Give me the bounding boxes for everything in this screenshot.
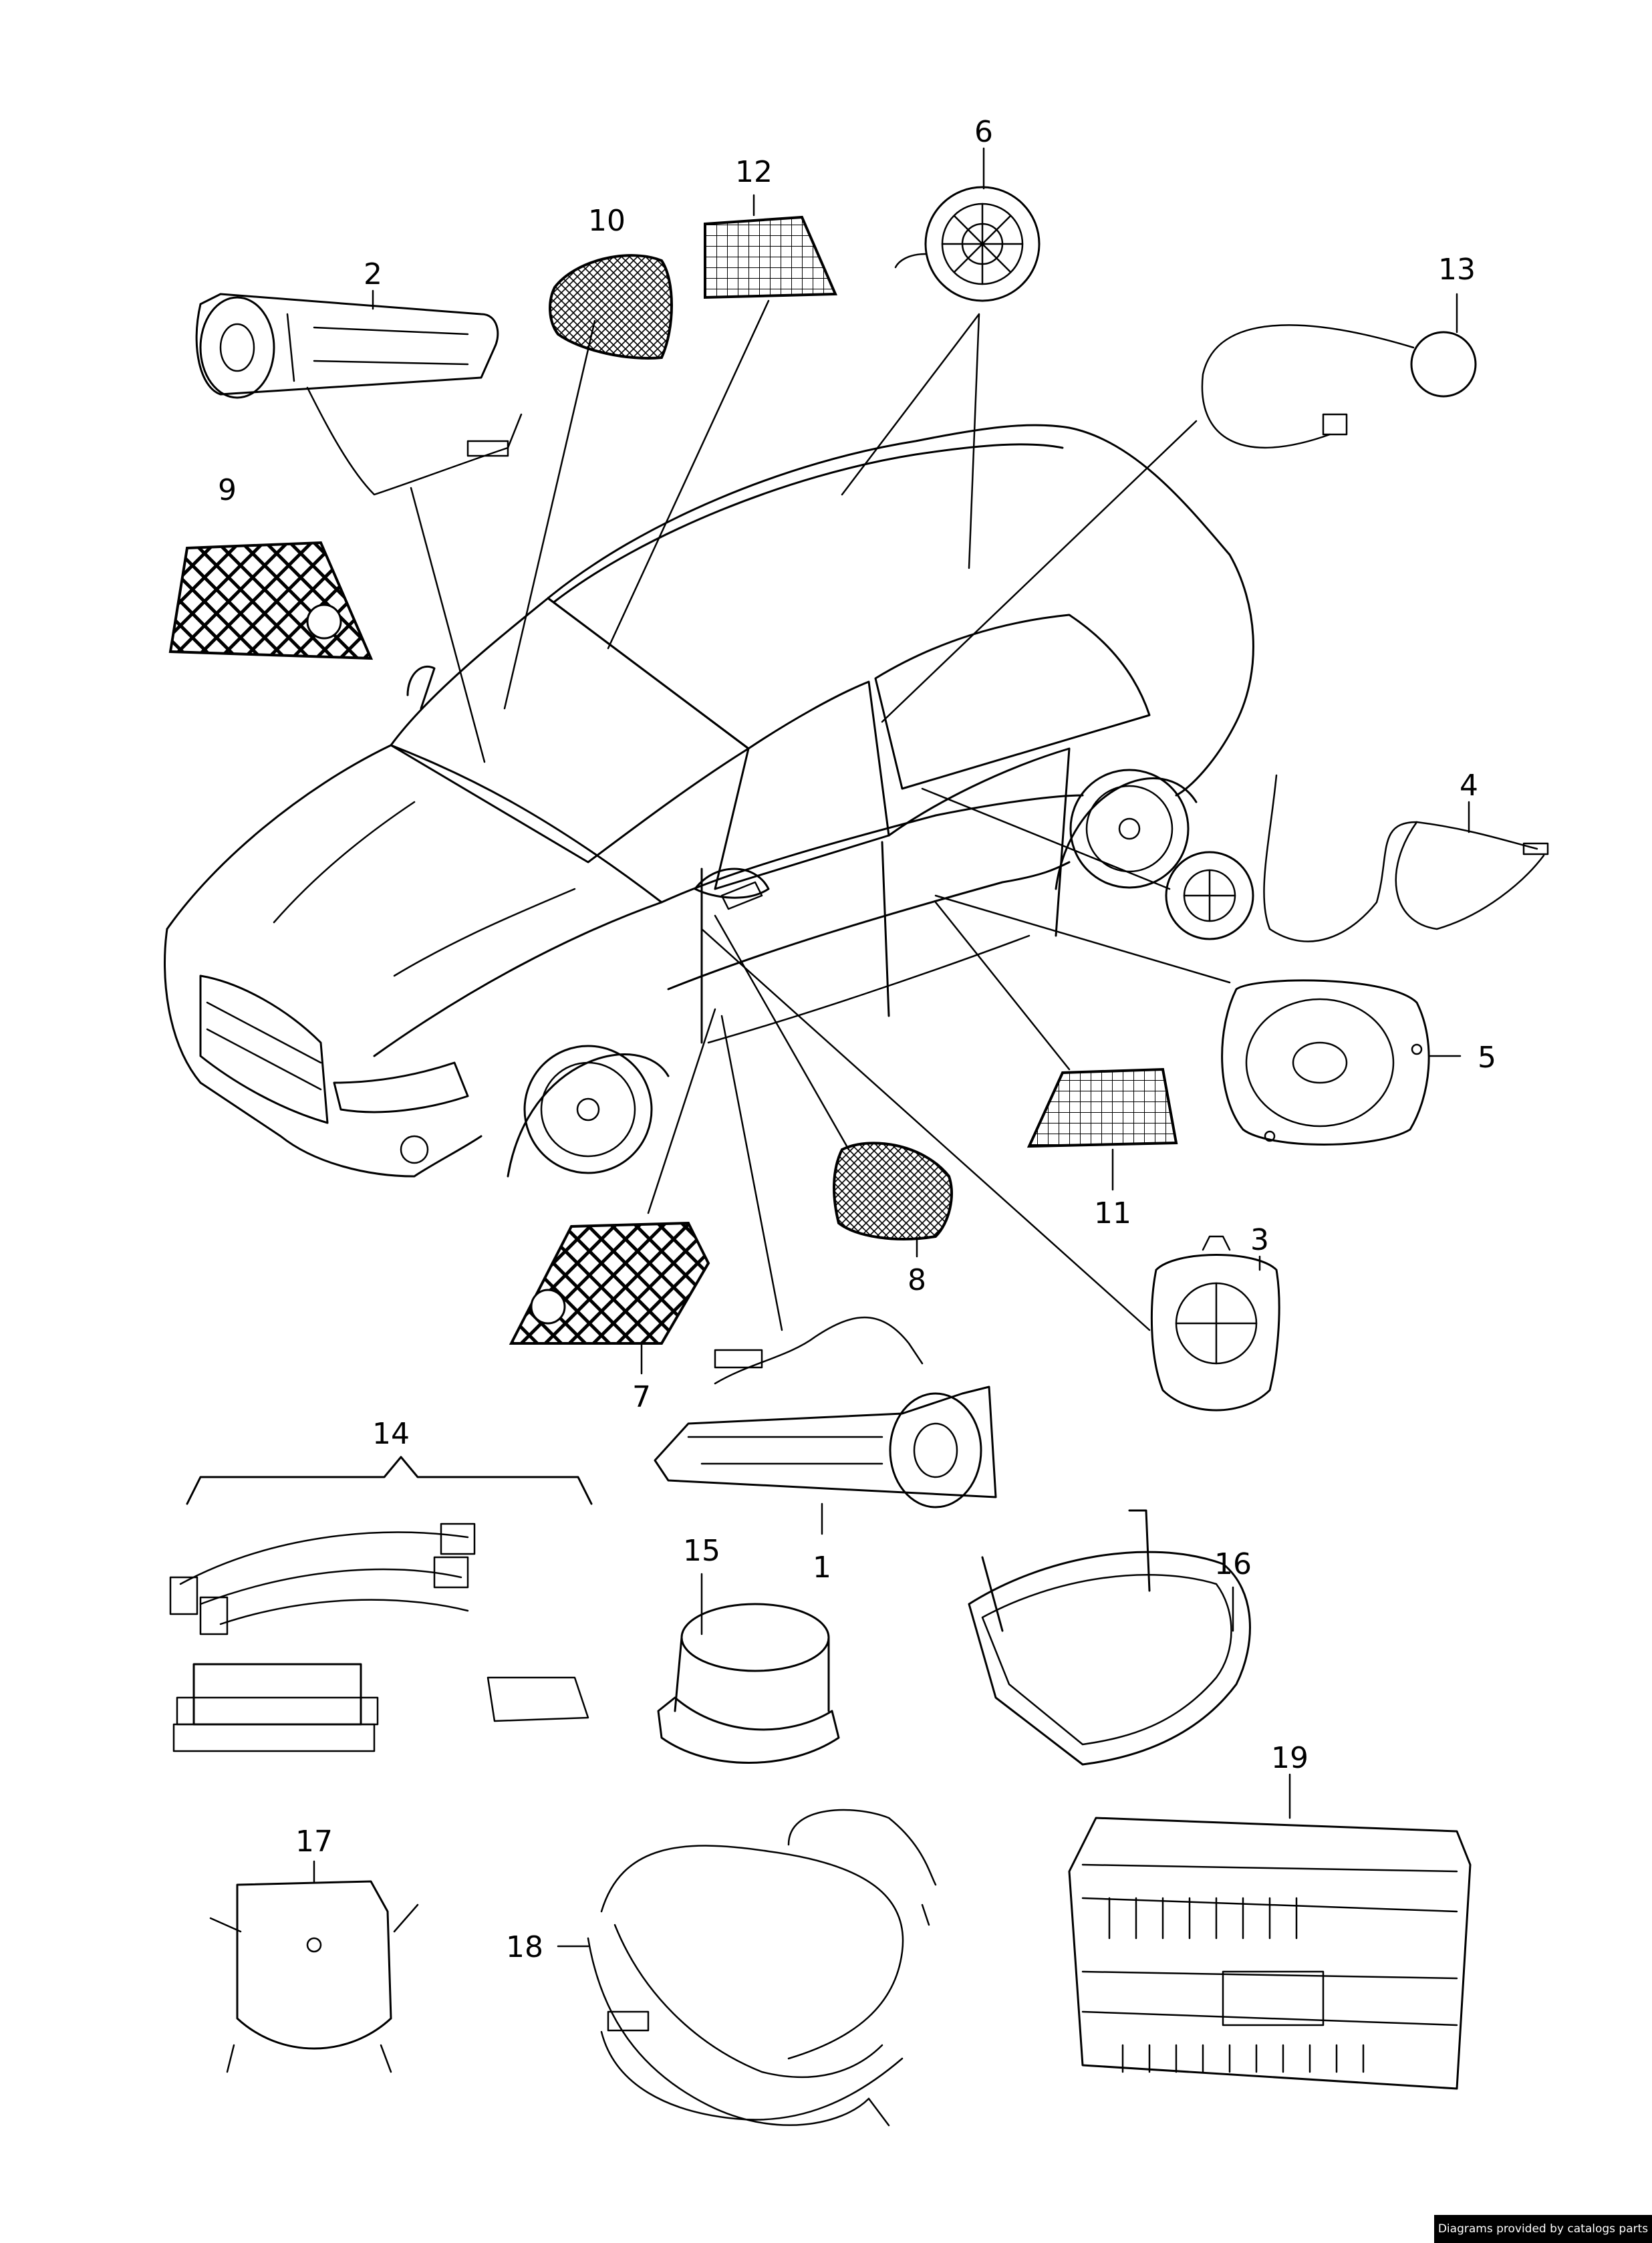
callout-7: 7 (632, 1380, 651, 1414)
callout-12: 12 (735, 155, 773, 189)
part-12-grille (704, 215, 838, 299)
callout-6: 6 (974, 115, 993, 149)
part-14-wiring-kit (169, 1456, 593, 1752)
callout-5: 5 (1478, 1041, 1496, 1075)
part-15-speaker-ring (657, 1603, 840, 1764)
part-7-speaker-grille (509, 1221, 710, 1345)
part-8-tweeter-grille (833, 1142, 953, 1240)
callout-9: 9 (218, 473, 237, 507)
callout-2: 2 (364, 257, 382, 291)
callout-10: 10 (588, 204, 626, 238)
callout-19: 19 (1271, 1741, 1309, 1775)
part-9-speaker-grille (168, 541, 374, 660)
callout-13: 13 (1438, 253, 1476, 287)
part-4-tweeter-cable (1263, 774, 1549, 942)
leader-lines (313, 147, 1470, 1948)
part-5-woofer (1221, 979, 1430, 1146)
callout-16: 16 (1214, 1547, 1252, 1581)
part-tweeter-small (1165, 851, 1254, 940)
credit-footer: Diagrams provided by catalogs parts (1434, 2215, 1652, 2243)
part-1-door-speaker-housing (654, 1317, 997, 1508)
callout-15: 15 (683, 1534, 720, 1568)
part-16-bracket (968, 1509, 1251, 1766)
part-17-cap (209, 1880, 419, 2073)
callout-labels: 1 2 3 4 5 6 7 8 9 10 11 12 13 14 15 16 1… (218, 115, 1496, 1964)
part-10-tweeter-grille (549, 254, 673, 360)
callout-3: 3 (1250, 1223, 1269, 1257)
callout-1: 1 (813, 1551, 831, 1585)
part-6-tweeter (894, 186, 1041, 302)
callout-11: 11 (1094, 1196, 1131, 1230)
part-18-cable-harness (587, 1809, 937, 2127)
part-2-door-speaker-housing (195, 293, 523, 496)
part-13-sensor (1201, 324, 1477, 449)
car-body (164, 424, 1254, 1178)
callout-4: 4 (1460, 769, 1478, 803)
callout-18: 18 (506, 1930, 543, 1964)
callout-14: 14 (372, 1417, 410, 1451)
part-11-grille (1026, 1067, 1178, 1148)
callout-17: 17 (295, 1825, 333, 1859)
callout-8: 8 (908, 1263, 926, 1297)
part-19-control-unit (1068, 1817, 1472, 2090)
part-3-tweeter-housing (1150, 1235, 1280, 1412)
